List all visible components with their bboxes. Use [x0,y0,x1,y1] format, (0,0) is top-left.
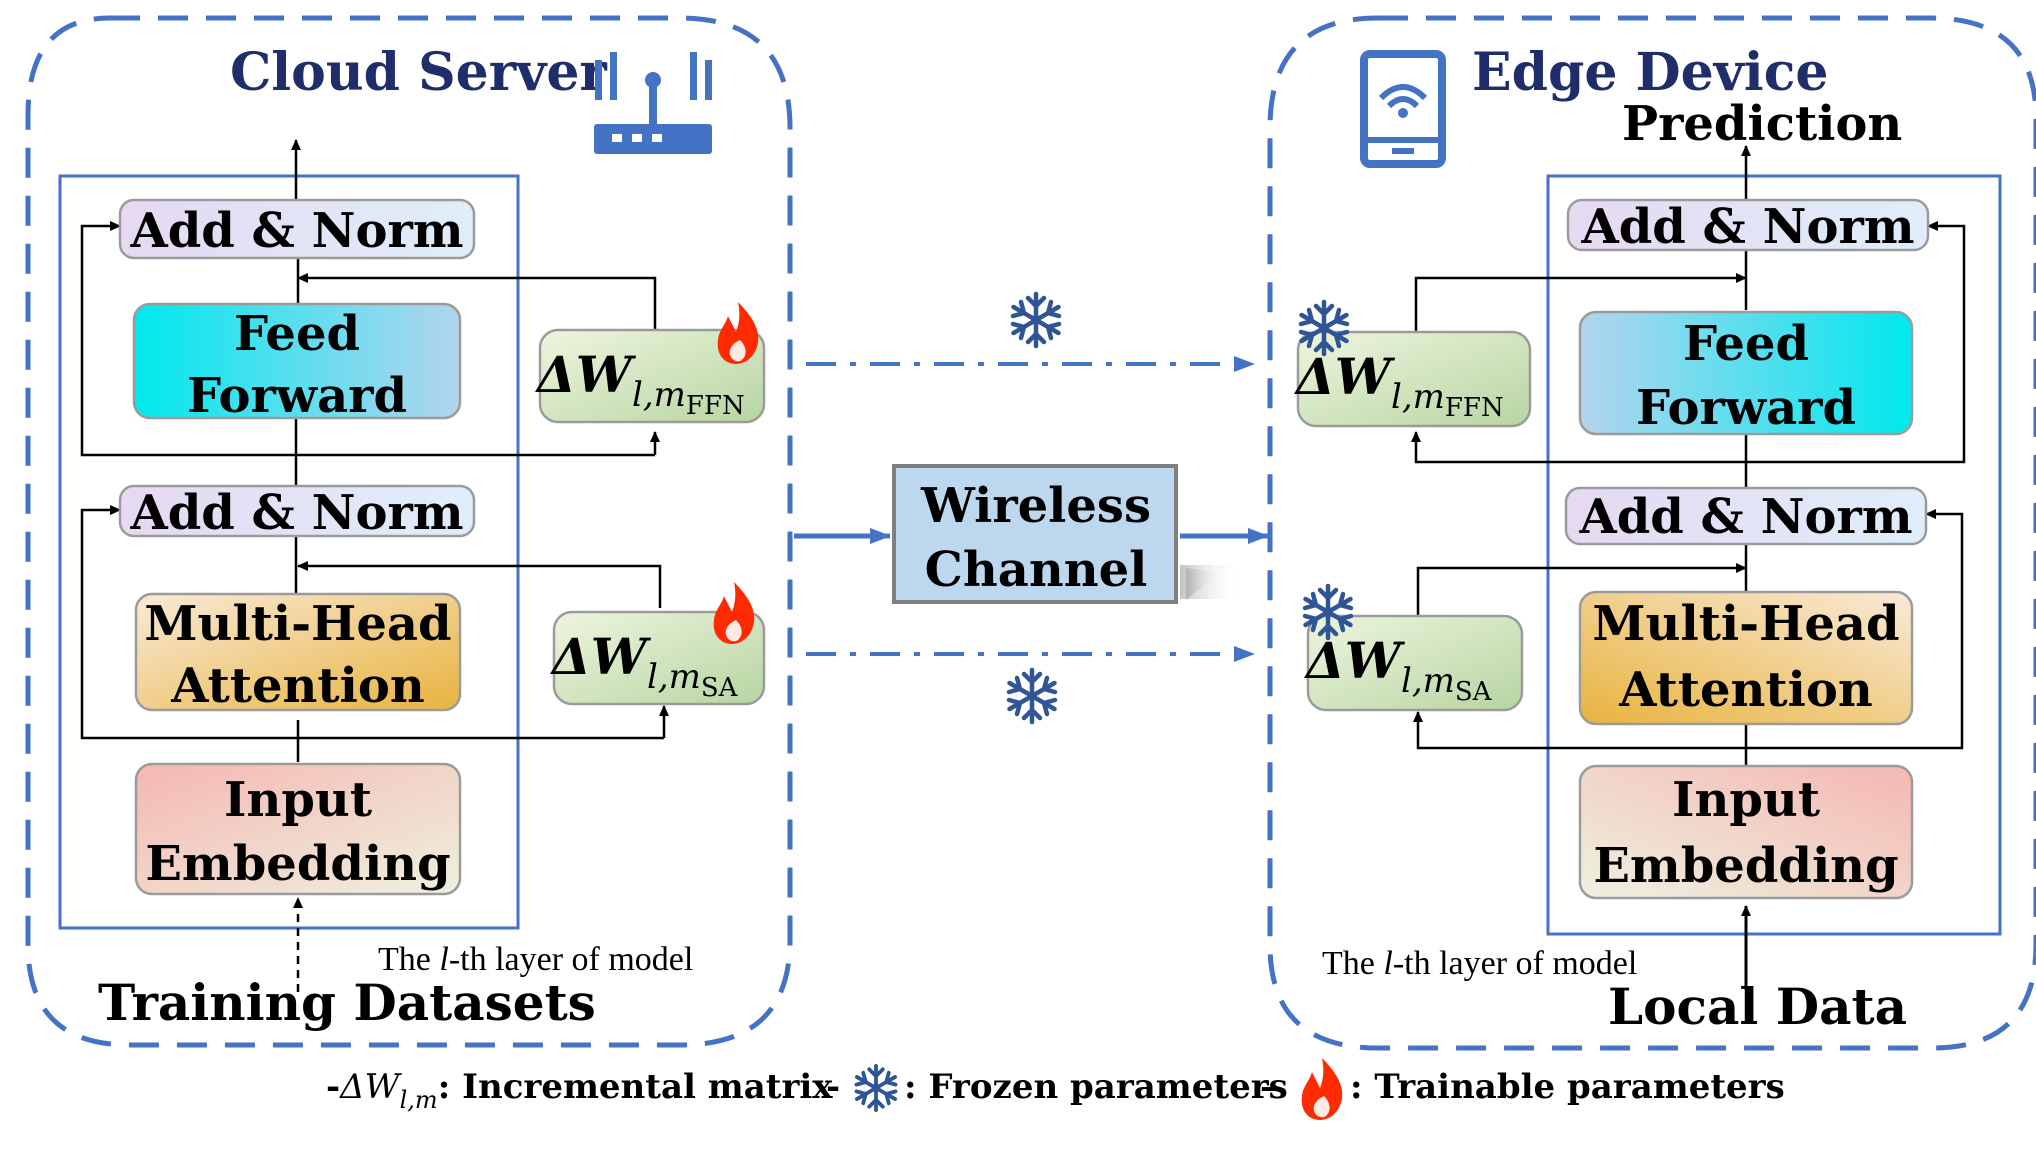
svg-text:-: - [826,1067,840,1107]
cloud-add-norm-top: Add & Norm [118,198,476,260]
svg-text:Embedding: Embedding [1593,838,1898,894]
flame-icon [713,582,755,644]
svg-text:Feed: Feed [234,306,360,362]
edge-layer-caption: The l-th layer of model [1322,945,1637,982]
cloud-input-label: Training Datasets [98,973,596,1032]
cloud-server-panel: Cloud Server [25,15,793,1048]
legend: -ΔWl,m: Incremental matrix - : Frozen pa… [326,1058,1785,1120]
edge-input-embedding-block: Input Embedding [1578,764,1914,900]
svg-text:-ΔWl,m: Incremental matrix: -ΔWl,m: Incremental matrix [326,1067,833,1114]
svg-text:Add & Norm: Add & Norm [1580,199,1914,255]
router-icon [594,52,712,154]
edge-delta-sa-block: ΔWl,mSA [1303,614,1524,712]
edge-input-label: Local Data [1608,977,1907,1036]
svg-text:: Trainable parameters: : Trainable parameters [1350,1067,1785,1107]
svg-text:Multi-Head: Multi-Head [144,596,451,652]
edge-device-panel: Edge Device Prediction Add & Norm Fee [1267,15,2036,1051]
svg-text:ΔWl,mFFN: ΔWl,mFFN [534,345,745,421]
svg-text:ΔWl,mSA: ΔWl,mSA [549,627,739,703]
svg-text:Channel: Channel [925,542,1148,598]
wireless-channel: Wireless Channel [892,464,1240,604]
svg-text:Input: Input [224,772,372,828]
edge-add-norm-mid: Add & Norm [1564,486,1928,546]
edge-feed-forward-block: Feed Forward [1578,310,1914,436]
svg-text:Input: Input [1672,772,1820,828]
svg-text:Add & Norm: Add & Norm [129,485,463,541]
snowflake-icon [1305,586,1351,638]
svg-text:Add & Norm: Add & Norm [1578,489,1912,545]
svg-text:Add & Norm: Add & Norm [129,203,463,259]
edge-delta-ffn-block: ΔWl,mFFN [1293,330,1532,428]
cloud-feed-forward-block: Feed Forward [132,302,462,424]
cloud-layer-frame [58,174,520,930]
svg-text:Forward: Forward [1636,380,1856,436]
svg-text:Attention: Attention [170,658,425,714]
cloud-delta-ffn-block: ΔWl,mFFN [534,328,766,424]
flame-icon [1301,1058,1343,1120]
edge-multi-head-attention-block: Multi-Head Attention [1578,590,1914,726]
cloud-multi-head-attention-block: Multi-Head Attention [134,592,462,714]
snowflake-icon [1301,302,1347,354]
cloud-delta-sa-block: ΔWl,mSA [549,610,766,706]
cloud-layer-caption: The l-th layer of model [378,941,693,978]
svg-text:ΔWl,mFFN: ΔWl,mFFN [1293,347,1504,423]
cloud-input-embedding-block: Input Embedding [134,762,462,896]
edge-layer-frame [1546,174,2002,936]
svg-text:–: – [1260,1067,1277,1107]
snowflake-icon [1013,294,1059,346]
cloud-add-norm-mid: Add & Norm [118,484,476,541]
channel-arrows [794,356,1269,662]
cloud-server-title: Cloud Server [230,42,607,103]
snowflake-icon [1009,670,1055,722]
edge-add-norm-top: Add & Norm [1566,198,1930,255]
edge-output-label: Prediction [1622,96,1902,152]
svg-text:Wireless: Wireless [920,478,1151,534]
svg-text:: Frozen parameters: : Frozen parameters [904,1067,1288,1107]
snowflake-icon [854,1063,898,1113]
phone-wifi-icon [1360,50,1446,168]
svg-text:Multi-Head: Multi-Head [1592,596,1899,652]
svg-text:Embedding: Embedding [145,836,450,892]
svg-text:ΔWl,mSA: ΔWl,mSA [1303,631,1493,707]
svg-text:Feed: Feed [1683,316,1809,372]
flame-icon [717,302,759,364]
svg-text:Attention: Attention [1618,662,1873,718]
svg-text:Forward: Forward [187,368,407,424]
edge-device-title: Edge Device [1472,42,1828,103]
